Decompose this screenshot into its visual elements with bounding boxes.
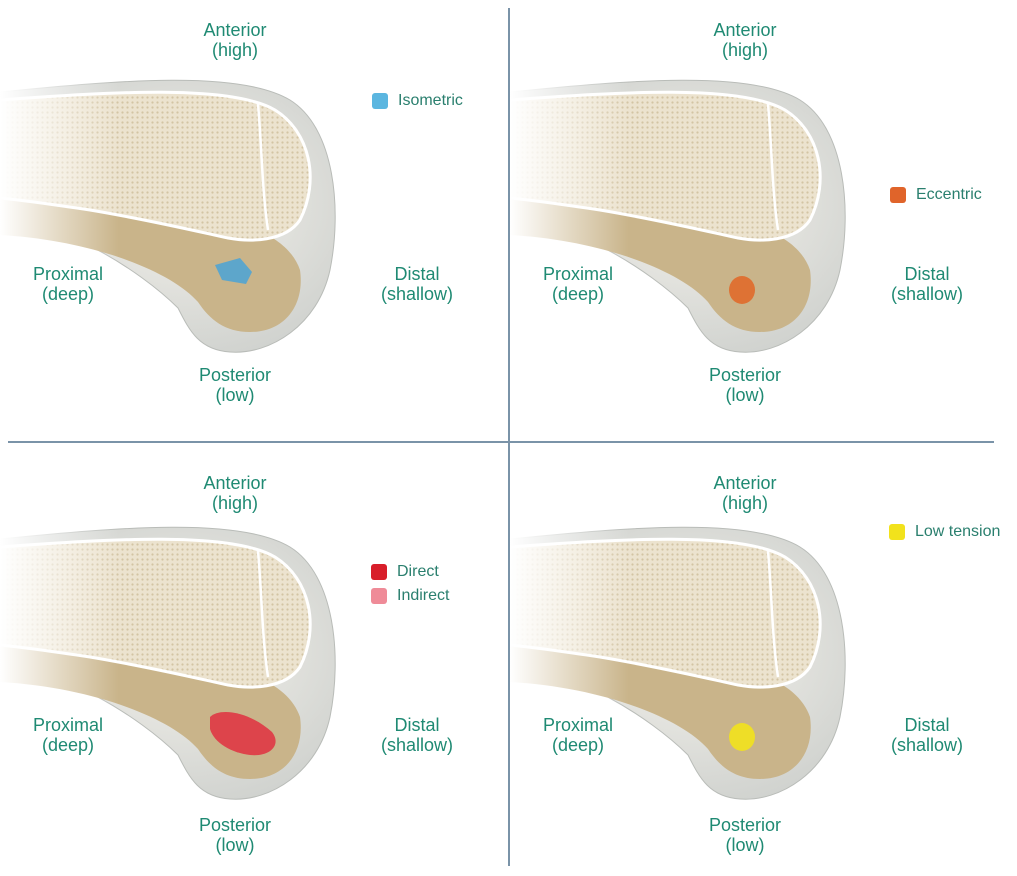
posterior-label: Posterior(low) <box>190 365 280 405</box>
attachment-marker <box>729 723 755 751</box>
attachment-marker <box>729 276 755 304</box>
legend-swatch <box>890 187 906 203</box>
legend-swatch <box>371 564 387 580</box>
panel-direct-indirect: Anterior(high) Posterior(low) Proximal(d… <box>0 443 508 876</box>
legend: Low tension <box>889 523 1000 547</box>
legend-swatch <box>889 524 905 540</box>
proximal-label: Proximal(deep) <box>528 715 628 755</box>
panel-eccentric: Anterior(high) Posterior(low) Proximal(d… <box>510 0 1017 433</box>
femur-illustration <box>0 70 340 360</box>
legend: Direct Indirect <box>371 563 449 611</box>
legend-item: Isometric <box>372 92 463 110</box>
legend: Eccentric <box>890 186 982 210</box>
posterior-label: Posterior(low) <box>700 815 790 855</box>
posterior-label: Posterior(low) <box>700 365 790 405</box>
posterior-label: Posterior(low) <box>190 815 280 855</box>
anterior-label: Anterior(high) <box>190 20 280 60</box>
proximal-label: Proximal(deep) <box>18 715 118 755</box>
legend-item: Eccentric <box>890 186 982 204</box>
proximal-label: Proximal(deep) <box>528 264 628 304</box>
legend-item: Indirect <box>371 587 449 605</box>
legend-item: Low tension <box>889 523 1000 541</box>
distal-label: Distal(shallow) <box>872 715 982 755</box>
anterior-label: Anterior(high) <box>700 20 790 60</box>
legend: Isometric <box>372 92 463 116</box>
anterior-label: Anterior(high) <box>700 473 790 513</box>
distal-label: Distal(shallow) <box>362 264 472 304</box>
legend-swatch <box>371 588 387 604</box>
legend-item: Direct <box>371 563 449 581</box>
femur-illustration <box>510 70 850 360</box>
proximal-label: Proximal(deep) <box>18 264 118 304</box>
femur-illustration <box>510 517 850 807</box>
panel-isometric: Anterior(high) Posterior(low) Proximal(d… <box>0 0 508 433</box>
distal-label: Distal(shallow) <box>362 715 472 755</box>
panel-low-tension: Anterior(high) Posterior(low) Proximal(d… <box>510 443 1017 876</box>
distal-label: Distal(shallow) <box>872 264 982 304</box>
femur-illustration <box>0 517 340 807</box>
anterior-label: Anterior(high) <box>190 473 280 513</box>
legend-swatch <box>372 93 388 109</box>
